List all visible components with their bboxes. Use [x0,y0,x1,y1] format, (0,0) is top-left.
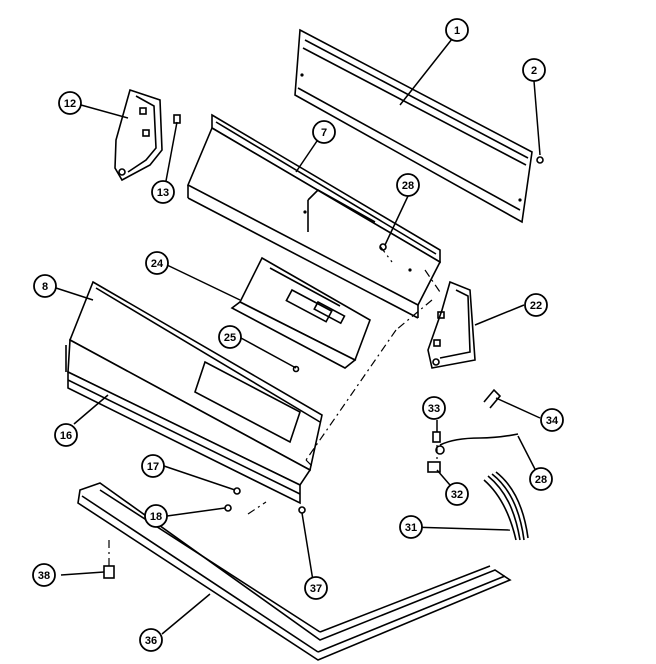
part-harness-31 [483,471,529,541]
callout-28-lower: 28 [529,467,553,491]
callout-38: 38 [32,563,56,587]
part-screw-25 [292,365,300,373]
callout-17: 17 [141,454,165,478]
callout-1: 1 [445,18,469,42]
callout-7: 7 [312,120,336,144]
callout-8: 8 [33,274,57,298]
callout-label: 24 [151,258,164,270]
part-right-end-cap [427,280,476,369]
callout-12: 12 [58,91,82,115]
callout-label: 25 [224,332,236,344]
callout-28-upper: 28 [396,173,420,197]
callout-label: 22 [530,300,542,312]
callout-36: 36 [139,628,163,652]
callout-label: 37 [310,583,322,595]
callout-22: 22 [524,293,548,317]
callout-label: 33 [428,403,440,415]
part-base-trim-36 [77,482,512,661]
callout-label: 18 [150,511,162,523]
part-upper-console [186,113,442,319]
part-control-board [230,256,371,369]
callout-label: 38 [38,570,50,582]
callout-label: 31 [405,522,417,534]
callout-label: 7 [321,127,327,139]
part-screw-2 [536,156,544,164]
alignment-lines [108,245,441,566]
callout-label: 28 [402,180,414,192]
part-bracket-34 [483,388,502,409]
callout-24: 24 [145,251,169,275]
part-screw-18 [224,504,232,512]
part-bracket-32 [427,461,441,473]
callout-label: 36 [145,635,157,647]
callout-label: 13 [157,187,169,199]
callout-18: 18 [144,504,168,528]
part-clip-13 [173,114,181,124]
callout-31: 31 [399,515,423,539]
part-trim-strip-16 [67,370,306,514]
part-clip-38 [103,565,115,579]
callout-33: 33 [422,396,446,420]
part-grommet-33 [432,431,441,443]
callout-label: 32 [451,489,463,501]
callout-label: 16 [60,430,72,442]
callout-32: 32 [445,482,469,506]
callout-37: 37 [304,576,328,600]
callout-label: 8 [42,281,48,293]
callout-label: 12 [64,98,76,110]
part-screw-17 [233,487,241,495]
callout-13: 13 [151,180,175,204]
callout-2: 2 [522,58,546,82]
part-wire-28-lower [435,433,519,455]
callout-16: 16 [54,423,78,447]
callout-label: 28 [535,474,547,486]
leader-lines [55,38,541,635]
callout-label: 34 [546,415,559,427]
callout-34: 34 [540,408,564,432]
callout-25: 25 [218,325,242,349]
part-left-end-cap [114,88,163,182]
part-front-console [65,280,323,487]
callout-label: 1 [454,25,460,37]
part-rear-panel [294,28,533,224]
callout-label: 2 [531,65,537,77]
callout-label: 17 [147,461,159,473]
